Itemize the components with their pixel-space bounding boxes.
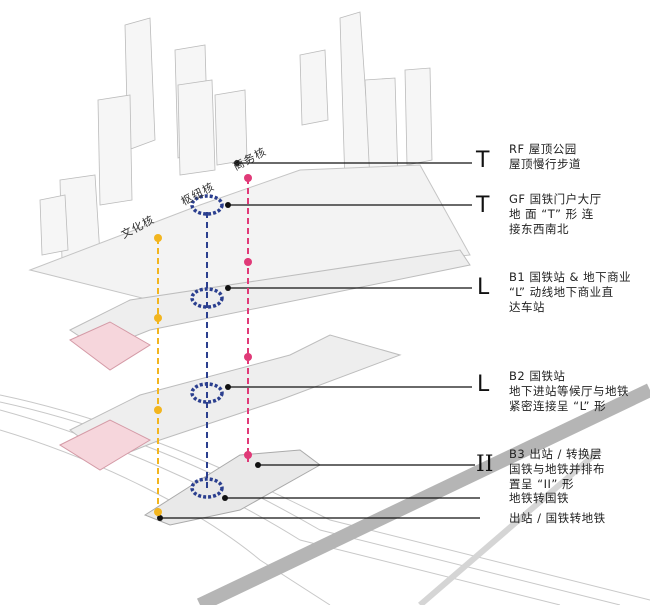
label-line: B3 出站 / 转换层 <box>509 447 603 461</box>
business-core-dots <box>244 174 252 459</box>
label-line: 接东西南北 <box>509 222 569 236</box>
label-line: 置呈 “II” 形 <box>509 477 575 491</box>
towers <box>39 11 433 261</box>
label-line: GF 国铁门户大厅 <box>509 192 602 206</box>
level-label-rf: RF 屋顶公园 屋顶慢行步道 <box>509 142 581 172</box>
level-label-b3: B3 出站 / 转换层 国铁与地铁并排布 置呈 “II” 形 <box>509 447 605 492</box>
level-glyph-b3: II <box>476 452 494 477</box>
label-line: 达车站 <box>509 300 545 314</box>
label-line: 紧密连接呈 “L” 形 <box>509 399 607 413</box>
label-line: 地下进站等候厅与地铁 <box>509 384 629 398</box>
level-glyph-gf: T <box>476 193 490 218</box>
b1-pink-zone <box>69 321 151 371</box>
leader-lines <box>160 162 480 519</box>
level-label-gf: GF 国铁门户大厅 地 面 “T” 形 连 接东西南北 <box>509 192 602 237</box>
flow-label-metro-to-rail: 地铁转国铁 <box>509 491 569 505</box>
label-line: RF 屋顶公园 <box>509 142 577 156</box>
leader-dots <box>157 160 261 521</box>
b3-slab <box>143 449 321 526</box>
label-line: 国铁与地铁并排布 <box>509 462 605 476</box>
label-line: B2 国铁站 <box>509 369 566 383</box>
level-glyph-b2: L <box>477 372 490 397</box>
flow-label-exit-rail-to-metro: 出站 / 国铁转地铁 <box>509 511 606 525</box>
level-label-b1: B1 国铁站 & 地下商业 “L” 动线地下商业直 达车站 <box>509 270 631 315</box>
label-line: “L” 动线地下商业直 <box>509 285 614 299</box>
level-glyph-b1: L <box>477 275 490 300</box>
level-label-b2: B2 国铁站 地下进站等候厅与地铁 紧密连接呈 “L” 形 <box>509 369 629 414</box>
label-line: B1 国铁站 & 地下商业 <box>509 270 632 284</box>
hub-core-rings <box>190 194 224 499</box>
label-line: 地 面 “T” 形 连 <box>509 207 594 221</box>
culture-core-dots <box>154 234 162 516</box>
label-line: 屋顶慢行步道 <box>509 157 581 171</box>
level-glyph-rf: T <box>476 148 490 173</box>
b2-pink-zone <box>58 419 152 471</box>
